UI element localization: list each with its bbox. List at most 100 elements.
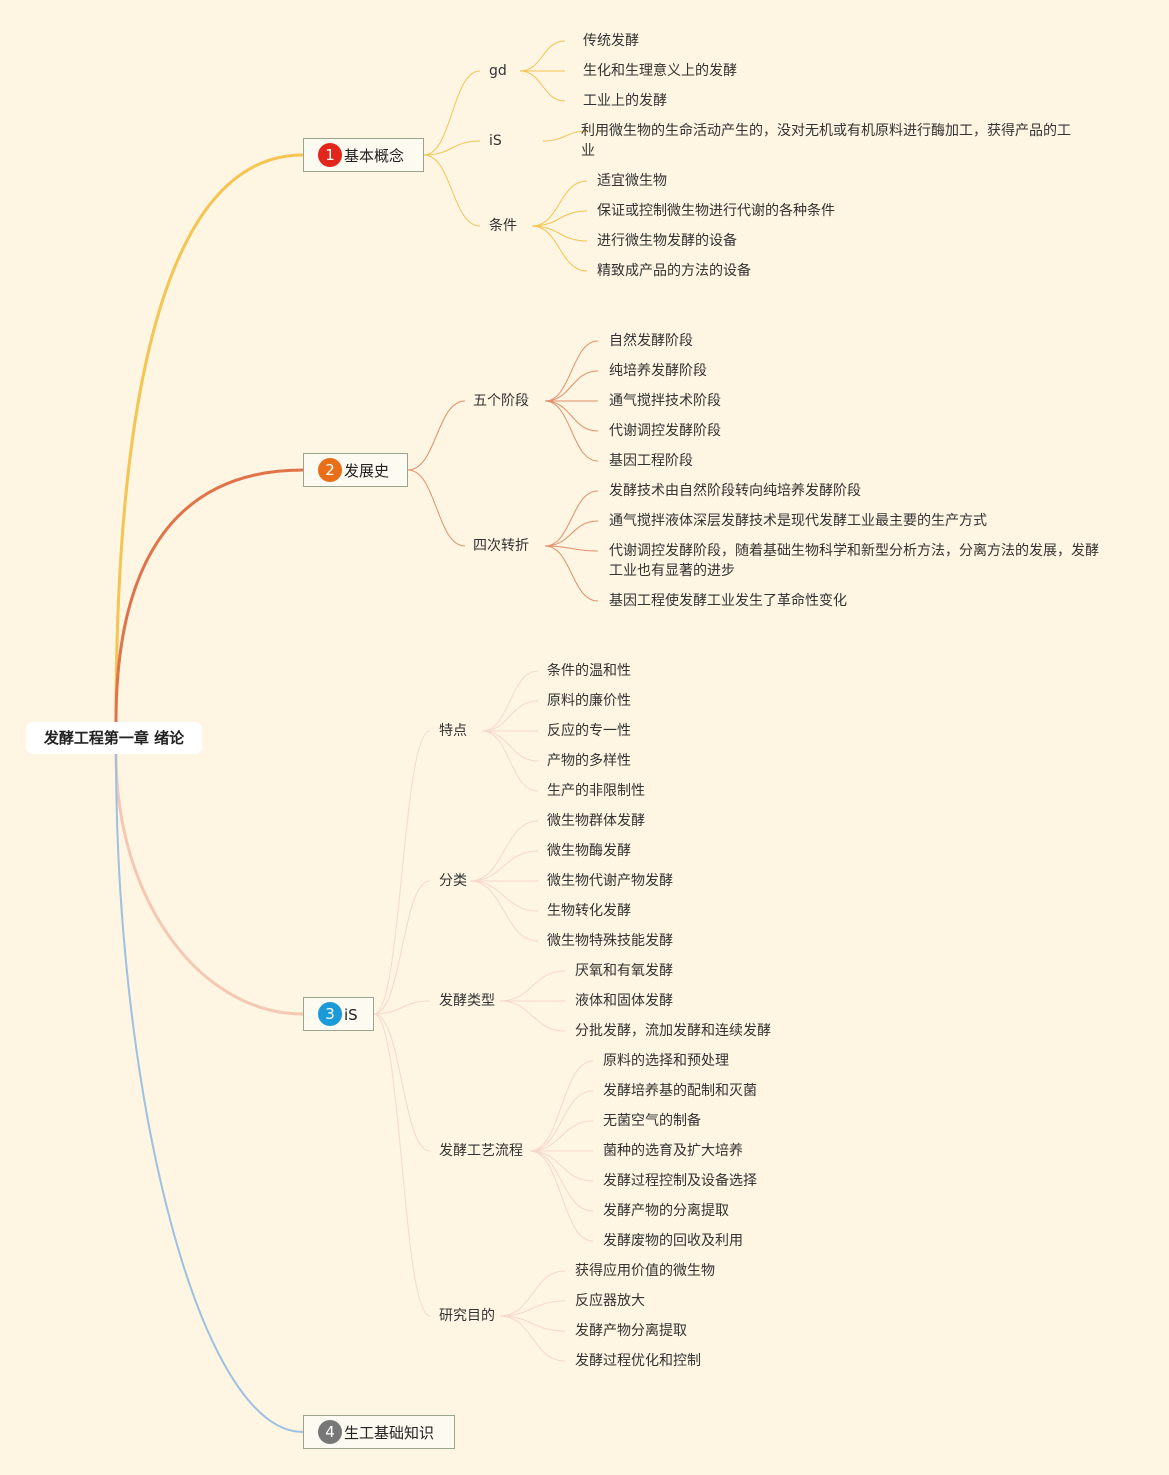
link-b3-g-2	[499, 1315, 566, 1332]
leaf-process-3[interactable]: 无菌空气的制备	[603, 1113, 701, 1129]
leaf-stage-2[interactable]: 纯培养发酵阶段	[609, 363, 707, 379]
link-b1-2-0	[531, 180, 588, 227]
leaf-feature-3[interactable]: 反应的专一性	[547, 723, 631, 739]
link-b1-0-2	[519, 70, 566, 102]
leaf-turn-3[interactable]: 代谢调控发酵阶段，随着基础生物科学和新型分析方法，分离方法的发展，发酵工业也有显…	[609, 543, 1099, 579]
leaf-biochemical-fermentation[interactable]: 生化和生理意义上的发酵	[583, 63, 737, 79]
link-b3-g-0	[499, 1270, 566, 1317]
link-b3-f-4	[481, 730, 539, 792]
leaf-goal-1[interactable]: 获得应用价值的微生物	[575, 1263, 715, 1279]
link-b2-turns	[407, 469, 466, 547]
branch-label: iS	[344, 1006, 358, 1024]
link-b1-gd	[423, 70, 481, 156]
leaf-feature-1[interactable]: 条件的温和性	[547, 663, 631, 679]
link-b1-1-0	[542, 130, 589, 142]
link-b3-sub-0	[373, 730, 431, 1015]
link-b1-2-3	[531, 225, 588, 272]
leaf-turn-1[interactable]: 发酵技术由自然阶段转向纯培养发酵阶段	[609, 483, 861, 499]
sub-topic-conditions[interactable]: 条件	[489, 218, 517, 234]
sub-topic-is[interactable]: iS	[489, 133, 502, 149]
main-link-4	[115, 753, 304, 1433]
number-2-icon: 2	[318, 458, 342, 482]
main-link-3	[114, 753, 304, 1016]
leaf-class-2[interactable]: 微生物酶发酵	[547, 843, 631, 859]
link-b2-s-0	[544, 340, 599, 402]
leaf-stage-3[interactable]: 通气搅拌技术阶段	[609, 393, 721, 409]
leaf-turn-4[interactable]: 基因工程使发酵工业发生了革命性变化	[609, 593, 847, 609]
leaf-condition-4[interactable]: 精致成产品的方法的设备	[597, 263, 751, 279]
leaf-goal-2[interactable]: 反应器放大	[575, 1293, 645, 1309]
sub-topic-five-stages[interactable]: 五个阶段	[473, 393, 529, 409]
link-b3-g-3	[499, 1315, 566, 1362]
link-b1-2-1	[531, 210, 588, 227]
sub-topic-fermentation-types[interactable]: 发酵类型	[439, 993, 495, 1009]
leaf-feature-5[interactable]: 生产的非限制性	[547, 783, 645, 799]
leaf-is-definition[interactable]: 利用微生物的生命活动产生的，没对无机或有机原料进行酶加工，获得产品的工业	[581, 123, 1071, 159]
main-link-1	[114, 153, 304, 723]
leaf-feature-2[interactable]: 原料的廉价性	[547, 693, 631, 709]
leaf-type-1[interactable]: 厌氧和有氧发酵	[575, 963, 673, 979]
leaf-stage-5[interactable]: 基因工程阶段	[609, 453, 693, 469]
leaf-process-2[interactable]: 发酵培养基的配制和灭菌	[603, 1083, 757, 1099]
sub-topic-research-goals[interactable]: 研究目的	[439, 1308, 495, 1324]
link-b1-2-2	[531, 225, 588, 242]
leaf-condition-1[interactable]: 适宜微生物	[597, 173, 667, 189]
link-b3-c-3	[469, 880, 539, 912]
leaf-class-4[interactable]: 生物转化发酵	[547, 903, 631, 919]
leaf-class-3[interactable]: 微生物代谢产物发酵	[547, 873, 673, 889]
leaf-industrial-fermentation[interactable]: 工业上的发酵	[583, 93, 667, 109]
link-b3-c-0	[469, 820, 539, 882]
link-b3-p-0	[529, 1060, 594, 1152]
leaf-stage-4[interactable]: 代谢调控发酵阶段	[609, 423, 721, 439]
link-b1-0-0	[519, 40, 566, 72]
leaf-class-1[interactable]: 微生物群体发酵	[547, 813, 645, 829]
number-3-icon: 3	[318, 1002, 342, 1026]
leaf-stage-1[interactable]: 自然发酵阶段	[609, 333, 693, 349]
link-b2-t-1	[544, 520, 599, 547]
leaf-process-4[interactable]: 菌种的选育及扩大培养	[603, 1143, 743, 1159]
sub-topic-process-flow[interactable]: 发酵工艺流程	[439, 1143, 523, 1159]
leaf-traditional-fermentation[interactable]: 传统发酵	[583, 33, 639, 49]
leaf-condition-3[interactable]: 进行微生物发酵的设备	[597, 233, 737, 249]
leaf-type-3[interactable]: 分批发酵，流加发酵和连续发酵	[575, 1023, 771, 1039]
leaf-goal-3[interactable]: 发酵产物分离提取	[575, 1323, 687, 1339]
link-b3-f-1	[481, 700, 539, 732]
branch-label: 基本概念	[344, 147, 405, 165]
link-b1-cond	[423, 154, 481, 227]
link-b2-stages	[407, 400, 466, 471]
link-b3-c-4	[469, 880, 539, 942]
root-topic[interactable]: 发酵工程第一章 绪论	[26, 722, 202, 754]
link-b3-sub-2	[373, 1000, 431, 1015]
leaf-class-5[interactable]: 微生物特殊技能发酵	[547, 933, 673, 949]
sub-topic-features[interactable]: 特点	[439, 723, 467, 739]
branch-label: 发展史	[344, 462, 390, 480]
link-b2-t-0	[544, 490, 599, 547]
leaf-goal-4[interactable]: 发酵过程优化和控制	[575, 1353, 701, 1369]
sub-topic-classification[interactable]: 分类	[439, 873, 467, 889]
link-b3-sub-1	[373, 880, 431, 1015]
link-b3-p-4	[529, 1150, 594, 1182]
leaf-process-6[interactable]: 发酵产物的分离提取	[603, 1203, 729, 1219]
link-b2-s-3	[544, 400, 599, 432]
leaf-condition-2[interactable]: 保证或控制微生物进行代谢的各种条件	[597, 203, 835, 219]
leaf-feature-4[interactable]: 产物的多样性	[547, 753, 631, 769]
link-b3-p-6	[529, 1150, 594, 1242]
number-4-icon: 4	[318, 1420, 342, 1444]
link-b3-t-2	[499, 1000, 566, 1032]
link-b2-s-4	[544, 400, 599, 462]
sub-topic-four-turns[interactable]: 四次转折	[473, 538, 529, 554]
number-1-icon: 1	[318, 143, 342, 167]
link-b1-is	[423, 140, 481, 156]
sub-topic-gd[interactable]: gd	[489, 63, 507, 79]
link-b3-f-0	[481, 670, 539, 732]
leaf-turn-2[interactable]: 通气搅拌液体深层发酵技术是现代发酵工业最主要的生产方式	[609, 513, 987, 529]
leaf-process-7[interactable]: 发酵废物的回收及利用	[603, 1233, 743, 1249]
leaf-process-1[interactable]: 原料的选择和预处理	[603, 1053, 729, 1069]
leaf-type-2[interactable]: 液体和固体发酵	[575, 993, 673, 1009]
leaf-process-5[interactable]: 发酵过程控制及设备选择	[603, 1173, 757, 1189]
